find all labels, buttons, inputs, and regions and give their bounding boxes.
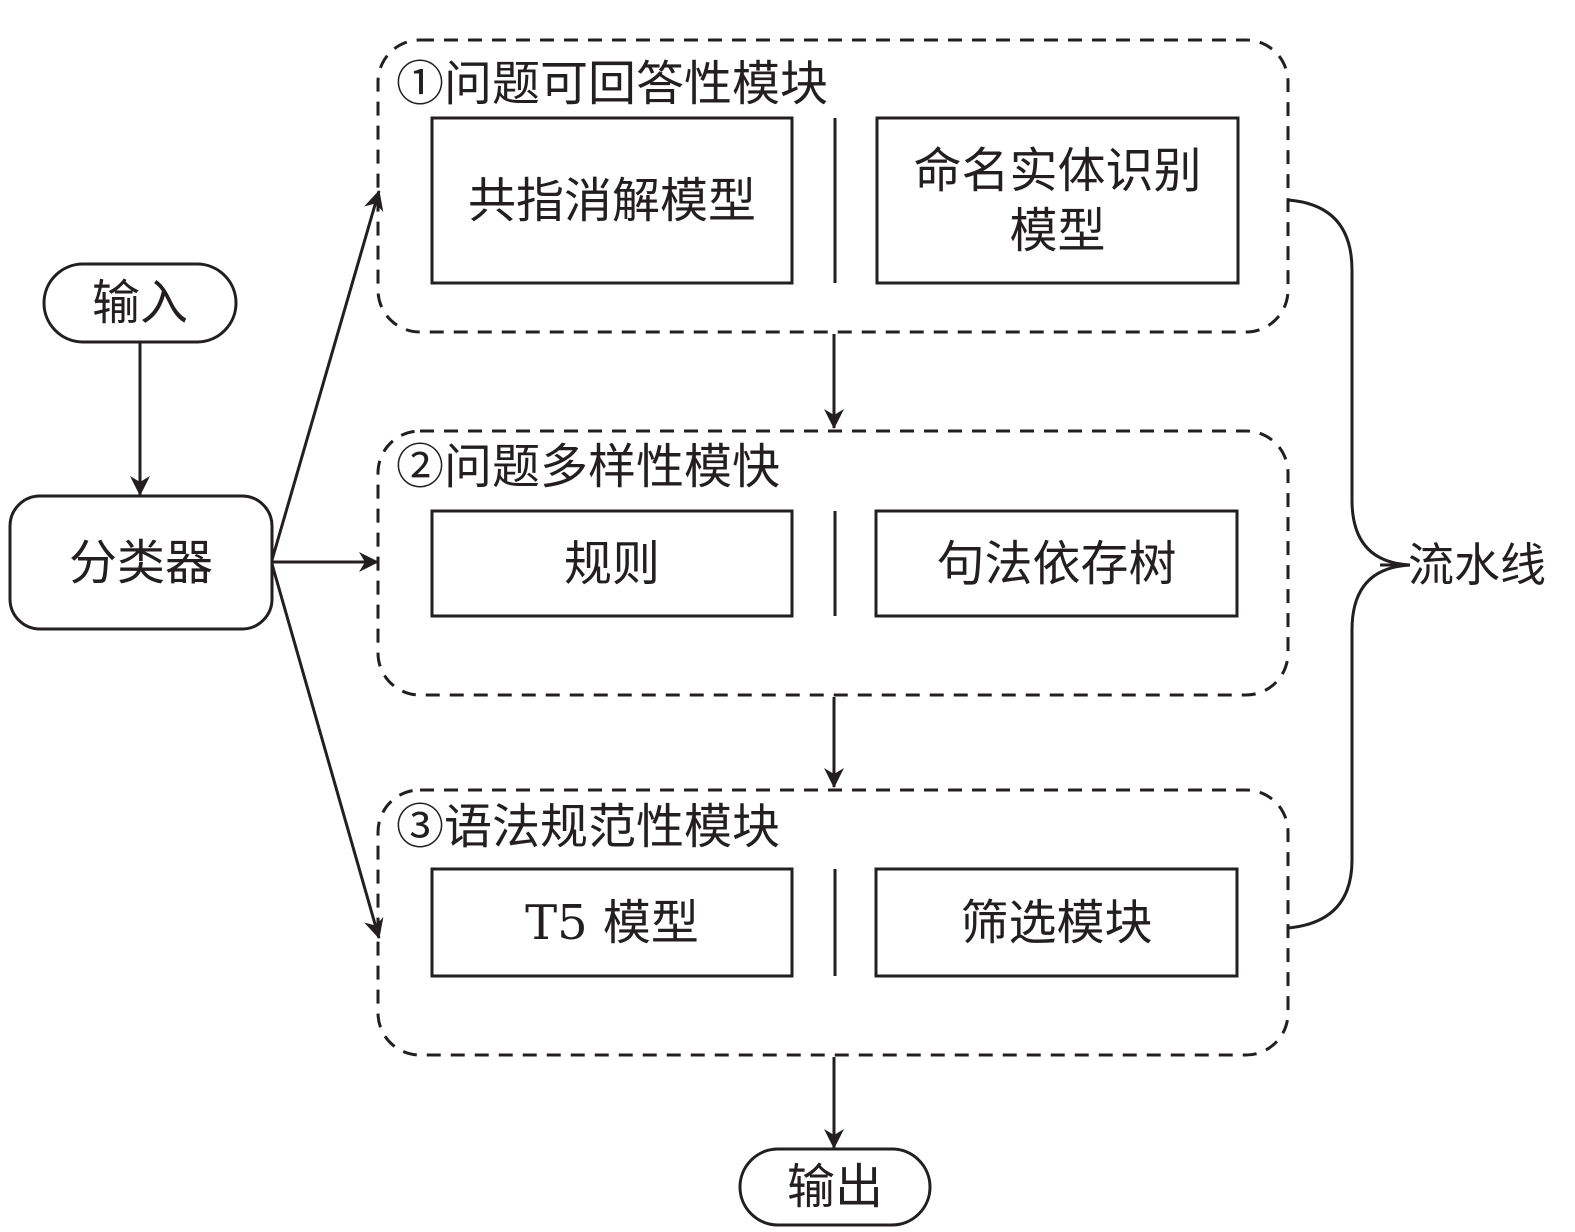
module-1-component-2-box — [875, 116, 1240, 285]
module-3-component-1-label: T5 模型 — [525, 894, 699, 951]
module-2-component-1-box — [430, 509, 794, 618]
module-2-title: ②问题多样性模快 — [396, 439, 781, 495]
module-1-component-1: 共指消解模型 — [432, 118, 792, 283]
module-2-component-2-label: 句法依存树 — [936, 535, 1177, 592]
module-1-border — [376, 38, 1290, 334]
module-3-border — [376, 788, 1290, 1057]
input-node-label: 输入 — [91, 275, 188, 331]
module-2-component-1: 规则 — [432, 511, 792, 616]
module-1-component-1-box — [430, 116, 794, 285]
module-3-component-1-box — [430, 867, 794, 978]
module-1-component-1-label: 共指消解模型 — [467, 172, 756, 229]
module-2-component-1-label: 规则 — [563, 535, 660, 592]
module-3-component-2: 筛选模块 — [876, 869, 1237, 976]
module-2-component-2: 句法依存树 — [876, 511, 1237, 616]
module-3-component-2-label: 筛选模块 — [960, 894, 1153, 951]
arrow-classifier-to-module-3 — [270, 563, 384, 939]
classifier-node: 分类器 — [10, 496, 272, 629]
module-1-title: ①问题可回答性模块 — [396, 56, 829, 112]
output-node: 输出 — [740, 1149, 930, 1225]
arrow-classifier-to-module-1 — [270, 190, 384, 561]
input-node: 输入 — [44, 264, 236, 342]
module-2-border — [376, 429, 1290, 697]
module-2-component-2-box — [874, 509, 1239, 618]
module-3-component-2-box — [874, 867, 1239, 978]
module-3-title: ③语法规范性模块 — [396, 799, 781, 855]
module-1-component-2-label: 命名实体识别 模型 — [913, 142, 1202, 259]
output-node-label: 输出 — [786, 1159, 883, 1215]
module-1-component-2: 命名实体识别 模型 — [877, 118, 1238, 283]
classifier-node-label: 分类器 — [68, 534, 213, 591]
output-node-shape — [738, 1147, 932, 1227]
module-3-component-1: T5 模型 — [432, 869, 792, 976]
pipeline-brace — [1287, 198, 1411, 930]
pipeline-label: 流水线 — [1408, 538, 1546, 592]
